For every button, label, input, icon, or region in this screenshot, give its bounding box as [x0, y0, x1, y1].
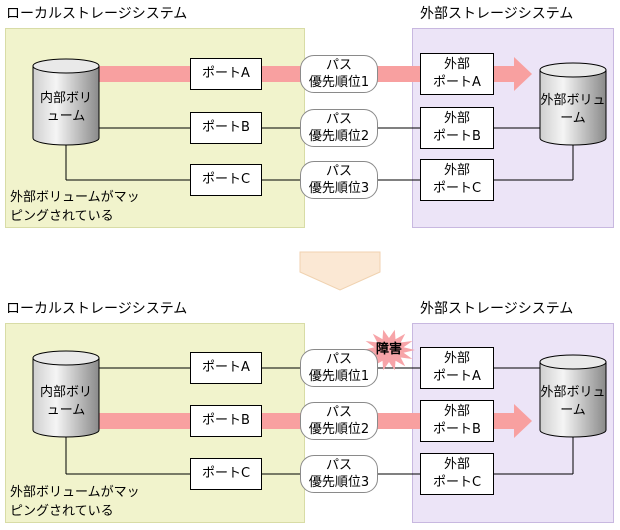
mapping-note: 外部ボリュームがマッ ピングされている	[10, 190, 140, 224]
cylinder-body	[539, 361, 607, 438]
cylinder-body	[32, 65, 100, 146]
path-priority: パス 優先順位2	[300, 109, 378, 147]
active-path-arrowhead	[514, 404, 532, 438]
external-port: 外部 ポートB	[420, 400, 494, 442]
cylinder-body	[539, 69, 607, 146]
internal-volume-cylinder	[32, 58, 100, 146]
local-port: ポートB	[190, 112, 262, 144]
cylinder-top	[539, 62, 607, 78]
cylinder-top	[32, 58, 100, 74]
path-priority: パス 優先順位3	[300, 161, 378, 199]
external-port: 外部 ポートC	[420, 453, 494, 495]
internal-volume-label: 内部ボリ ューム	[39, 91, 92, 124]
local-port: ポートB	[190, 405, 262, 437]
path-priority: パス 優先順位2	[300, 402, 378, 440]
local-system-title: ローカルストレージシステム	[6, 6, 188, 22]
external-system-title: 外部ストレージシステム	[420, 301, 574, 317]
external-volume-cylinder	[539, 354, 607, 438]
path-priority: パス 優先順位3	[300, 455, 378, 493]
mapping-note: 外部ボリュームがマッ ピングされている	[10, 485, 140, 519]
external-volume-cylinder	[539, 62, 607, 146]
internal-volume-cylinder	[32, 350, 100, 438]
path-priority: パス 優先順位1	[300, 55, 378, 93]
local-port: ポートC	[190, 458, 262, 490]
external-volume-label: 外部ボリュ ーム	[540, 385, 606, 418]
external-port: 外部 ポートC	[420, 159, 494, 201]
external-port: 外部 ポートA	[420, 347, 494, 389]
external-port: 外部 ポートB	[420, 107, 494, 149]
local-port: ポートC	[190, 164, 262, 196]
local-port: ポートA	[190, 58, 262, 90]
local-port: ポートA	[190, 352, 262, 384]
cylinder-top	[539, 354, 607, 370]
cylinder-body	[32, 357, 100, 438]
cylinder-top	[32, 350, 100, 366]
path-priority: パス 優先順位1	[300, 349, 378, 387]
external-system-title: 外部ストレージシステム	[420, 6, 574, 22]
internal-volume-label: 内部ボリ ューム	[39, 385, 92, 418]
failure-label: 障害	[375, 342, 402, 357]
local-system-title: ローカルストレージシステム	[6, 301, 188, 317]
external-volume-label: 外部ボリュ ーム	[540, 93, 606, 126]
active-path-arrowhead	[514, 57, 532, 91]
external-port: 外部 ポートA	[420, 53, 494, 95]
transition-arrow	[299, 251, 381, 291]
